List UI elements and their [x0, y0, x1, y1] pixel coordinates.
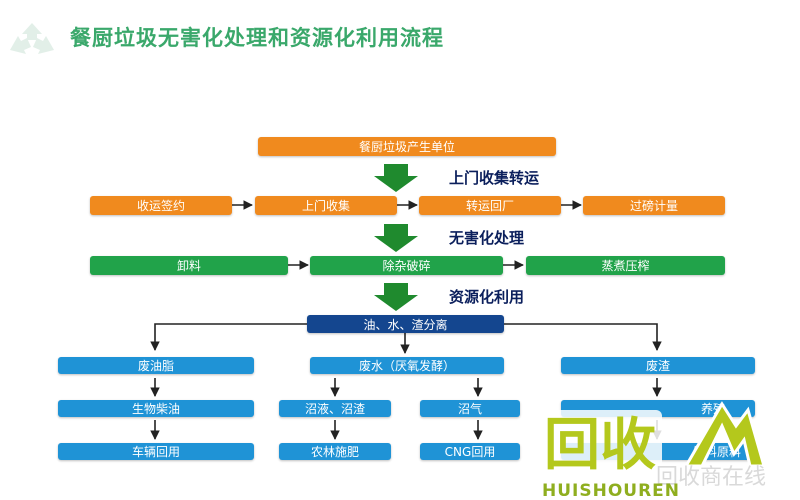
step-crush: 除杂破碎 — [310, 256, 503, 275]
step-cook-press: 蒸煮压榨 — [526, 256, 725, 275]
step-contract: 收运签约 — [90, 196, 232, 215]
branch-water: 废水（厌氧发酵） — [310, 357, 504, 374]
separation-box: 油、水、渣分离 — [307, 315, 504, 333]
stage-label-collection: 上门收集转运 — [449, 169, 540, 187]
branch-oil: 废油脂 — [58, 357, 254, 374]
branch-residue: 废渣 — [561, 357, 755, 374]
branch-water-slurry-end: 农林施肥 — [279, 443, 391, 460]
page-title: 餐厨垃圾无害化处理和资源化利用流程 — [70, 26, 444, 50]
recycle-icon — [10, 23, 54, 54]
branch-water-slurry: 沼液、沼渣 — [279, 400, 391, 417]
stage-label-treatment: 无害化处理 — [449, 229, 525, 247]
branch-water-biogas-end: CNG回用 — [420, 443, 520, 460]
watermark-main-text: 回收 — [544, 413, 656, 478]
step-unload: 卸料 — [90, 256, 288, 275]
source-box: 餐厨垃圾产生单位 — [258, 137, 556, 156]
step-transfer: 转运回厂 — [419, 196, 561, 215]
branch-oil-next: 生物柴油 — [58, 400, 254, 417]
branch-oil-end: 车辆回用 — [58, 443, 254, 460]
watermark-logo: 回收 回收商在线 HUISHOUREN — [542, 401, 766, 500]
step-weighing: 过磅计量 — [583, 196, 725, 215]
watermark-behind-text: 回收商在线 — [656, 465, 766, 490]
step-pickup: 上门收集 — [255, 196, 397, 215]
stage-label-utilization: 资源化利用 — [449, 288, 525, 306]
branch-water-biogas: 沼气 — [420, 400, 520, 417]
big-down-arrow-icon — [374, 164, 418, 311]
watermark-sub-text: HUISHOUREN — [542, 481, 680, 500]
